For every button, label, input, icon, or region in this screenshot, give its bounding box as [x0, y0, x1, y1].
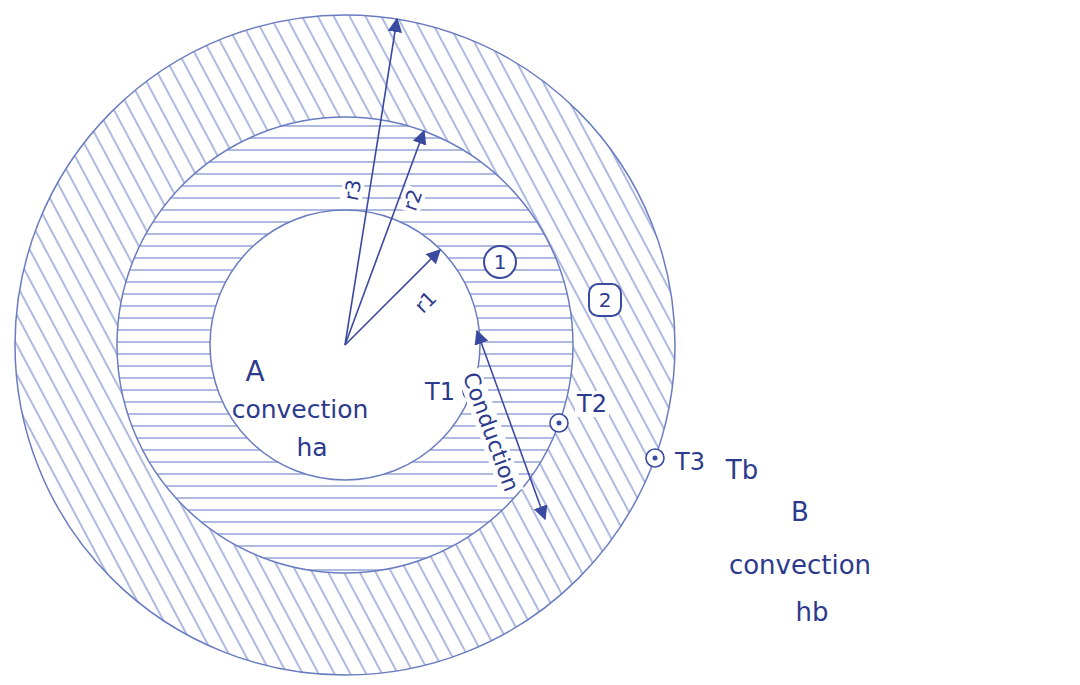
region-label: convection: [727, 551, 873, 580]
region-label: hb: [794, 598, 831, 627]
region-label: ha: [294, 434, 329, 462]
temperature-label: T2: [575, 391, 609, 417]
radius-arrow: [345, 131, 424, 345]
inner-fluid: [210, 210, 480, 480]
layer-number: 1: [483, 245, 517, 279]
region-label: B: [789, 498, 811, 527]
temperature-label: T1: [423, 379, 457, 405]
layer-number: 2: [588, 283, 622, 317]
temperature-point: [646, 449, 664, 467]
region-label: A: [243, 357, 266, 388]
layer-number-text: 1: [494, 250, 507, 274]
temperature-point: [550, 414, 568, 432]
temperature-label: T3: [673, 449, 707, 475]
inner-layer: [117, 117, 573, 573]
region-label: convection: [230, 396, 371, 424]
layer-ground: [117, 117, 573, 573]
outer-layer: [15, 15, 675, 675]
temperature-label: Tb: [724, 456, 760, 485]
layer-number-text: 2: [599, 288, 612, 312]
radius-label: r3: [339, 176, 365, 204]
